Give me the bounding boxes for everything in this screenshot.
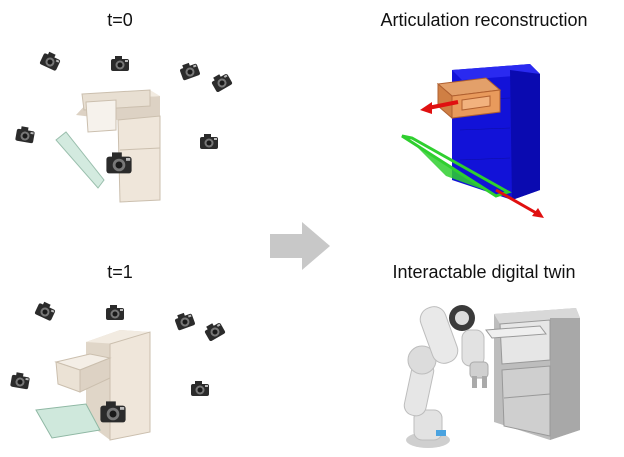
- camera-icon: [10, 371, 31, 390]
- camera-icon: [173, 310, 196, 331]
- scene-t0: [15, 50, 233, 203]
- cabinet-t1: [35, 330, 151, 441]
- camera-icon: [191, 381, 209, 396]
- camera-icon: [15, 125, 36, 144]
- reconstructed-drawer: [436, 77, 502, 120]
- label-interactable-digital-twin: Interactable digital twin: [392, 262, 576, 282]
- cabinet-t0: [55, 89, 161, 203]
- camera-icon: [39, 50, 62, 72]
- robot-arm: [403, 305, 489, 448]
- camera-icon: [106, 305, 124, 320]
- digital-twin-view: [403, 305, 580, 448]
- door-axis-arrow: [495, 188, 544, 218]
- camera-icon: [34, 300, 57, 322]
- camera-icon: [202, 319, 226, 342]
- label-articulation-reconstruction: Articulation reconstruction: [380, 10, 588, 30]
- camera-icon: [200, 134, 218, 149]
- twin-cabinet: [485, 308, 580, 440]
- camera-icon: [178, 60, 201, 81]
- label-t1: t=1: [107, 262, 133, 282]
- reconstructed-door: [401, 134, 512, 198]
- right-arrow-icon: [270, 222, 330, 270]
- scene-t1: [10, 300, 226, 441]
- label-t0: t=0: [107, 10, 133, 30]
- articulation-reconstruction-view: [401, 64, 544, 218]
- camera-icon: [209, 70, 233, 93]
- drawer-axis-arrow: [420, 100, 459, 114]
- camera-icon: [111, 56, 129, 71]
